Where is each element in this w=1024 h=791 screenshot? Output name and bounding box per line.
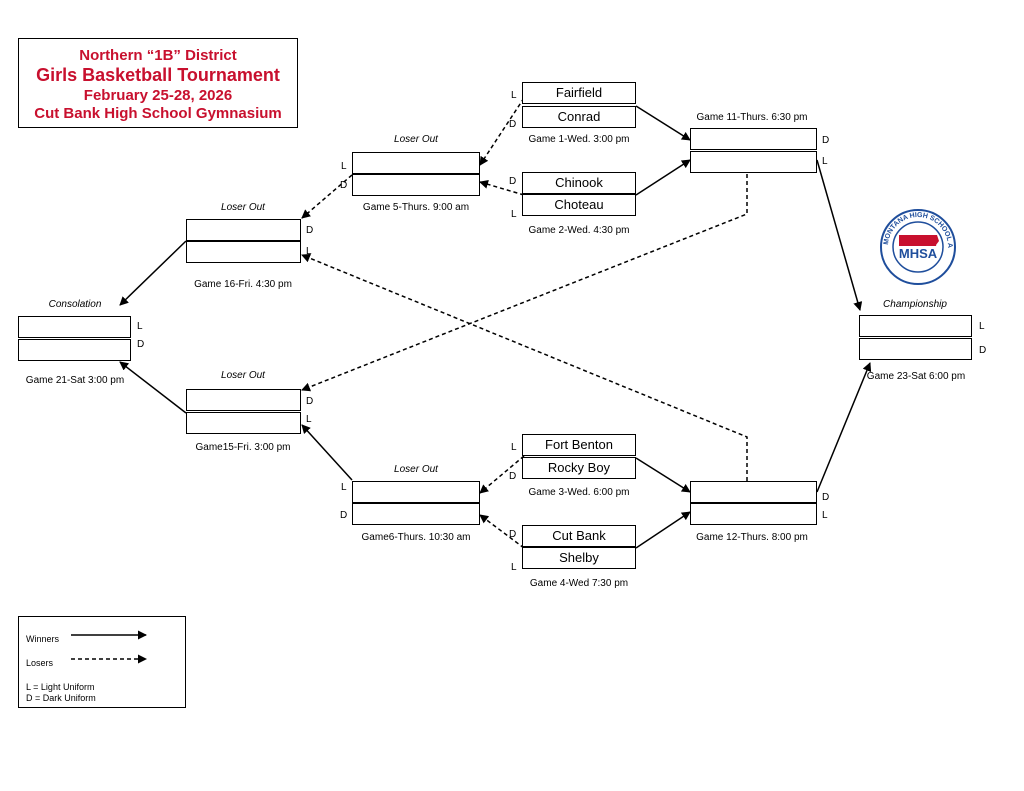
game12-caption: Game 12-Thurs. 8:00 pm [696, 532, 808, 543]
winner-line-g4 [635, 511, 691, 549]
game1-caption: Game 1-Wed. 3:00 pm [528, 134, 630, 145]
game15-top-uniform: D [306, 396, 314, 407]
game5-top-uniform: L [341, 161, 347, 172]
game15-bottom-uniform: L [306, 414, 312, 425]
winner-line-g16 [119, 240, 187, 306]
game21-top-uniform: L [137, 321, 143, 332]
game23-top-uniform: L [979, 321, 985, 332]
game11-bottom-uniform: L [822, 156, 828, 167]
game6-caption: Game6-Thurs. 10:30 am [361, 532, 471, 543]
game6-team-bottom [352, 503, 480, 525]
game12-top-uniform: D [822, 492, 830, 503]
legend-losers-label: Losers [26, 658, 54, 668]
game23-team-bottom [859, 338, 972, 360]
game3-top-uniform: L [511, 442, 517, 453]
legend-winners-label: Winners [26, 634, 60, 644]
game3-bottom-uniform: D [509, 471, 517, 482]
game1-team-bottom: Conrad [522, 106, 636, 128]
tournament-venue: Cut Bank High School Gymnasium [34, 104, 282, 122]
game11-caption: Game 11-Thurs. 6:30 pm [696, 112, 808, 123]
game5-bottom-uniform: D [340, 180, 348, 191]
game4-team-bottom: Shelby [522, 547, 636, 569]
legend-box: Winners Losers L = Light Uniform D = Dar… [18, 616, 186, 708]
game2-caption: Game 2-Wed. 4:30 pm [528, 225, 630, 236]
game3-team-bottom: Rocky Boy [522, 457, 636, 479]
winner-line-g12 [816, 362, 872, 493]
mhsa-logo-icon: MONTANA HIGH SCHOOL ASSOCIATION MHSA [876, 203, 956, 285]
game16-team-bottom [186, 241, 301, 263]
game21-team-top [18, 316, 131, 338]
loser-line-g11 [301, 174, 748, 392]
game4-caption: Game 4-Wed 7:30 pm [529, 578, 629, 589]
game2-bottom-uniform: L [511, 209, 517, 220]
game5-caption: Game 5-Thurs. 9:00 am [362, 202, 470, 213]
district-title: Northern “1B” District [79, 47, 237, 64]
loser-line-g12 [301, 253, 748, 481]
game16-heading: Loser Out [221, 202, 265, 213]
game23-caption: Game 23-Sat 6:00 pm [866, 371, 966, 382]
winner-line-g6 [301, 424, 353, 481]
game4-team-top: Cut Bank [522, 525, 636, 547]
game12-bottom-uniform: L [822, 510, 828, 521]
game11-team-top [690, 128, 817, 150]
game16-caption: Game 16-Fri. 4:30 pm [194, 279, 292, 290]
game3-caption: Game 3-Wed. 6:00 pm [528, 487, 630, 498]
game3-team-top: Fort Benton [522, 434, 636, 456]
winner-line-g15 [119, 361, 187, 414]
game1-bottom-uniform: D [509, 119, 517, 130]
tournament-title-box: Northern “1B” District Girls Basketball … [18, 38, 298, 128]
game5-team-bottom [352, 174, 480, 196]
loser-line-g4 [479, 514, 525, 549]
game2-team-bottom: Choteau [522, 194, 636, 216]
game12-team-bottom [690, 503, 817, 525]
game21-caption: Game 21-Sat 3:00 pm [25, 375, 125, 386]
mhsa-center-text: MHSA [899, 246, 938, 261]
game5-heading: Loser Out [394, 134, 438, 145]
game21-team-bottom [18, 339, 131, 361]
game15-team-bottom [186, 412, 301, 434]
game23-team-top [859, 315, 972, 337]
tournament-title: Girls Basketball Tournament [36, 65, 280, 85]
game16-team-top [186, 219, 301, 241]
game21-bottom-uniform: D [137, 339, 145, 350]
game16-bottom-uniform: L [306, 246, 312, 257]
game5-team-top [352, 152, 480, 174]
game23-bottom-uniform: D [979, 345, 987, 356]
game1-top-uniform: L [511, 90, 517, 101]
game21-heading: Consolation [48, 299, 102, 310]
loser-line-g3 [479, 455, 525, 494]
game1-team-top: Fairfield [522, 82, 636, 104]
game2-top-uniform: D [509, 176, 517, 187]
game6-heading: Loser Out [394, 464, 438, 475]
game6-team-top [352, 481, 480, 503]
legend-light-uniform: L = Light Uniform [26, 682, 95, 692]
legend-dark-uniform: D = Dark Uniform [26, 693, 96, 703]
game12-team-top [690, 481, 817, 503]
winner-line-g3 [635, 457, 691, 493]
winner-line-g2 [635, 159, 691, 196]
game6-bottom-uniform: D [340, 510, 348, 521]
game11-team-bottom [690, 151, 817, 173]
legend-arrows [71, 630, 147, 664]
winner-line-g5 [301, 174, 353, 219]
tournament-dates: February 25-28, 2026 [83, 86, 233, 104]
game4-bottom-uniform: L [511, 562, 517, 573]
winner-line-g11 [816, 159, 863, 311]
game16-top-uniform: D [306, 225, 314, 236]
game15-heading: Loser Out [221, 370, 265, 381]
game4-top-uniform: D [509, 529, 517, 540]
winner-line-g1 [635, 105, 691, 141]
game11-top-uniform: D [822, 135, 830, 146]
game2-team-top: Chinook [522, 172, 636, 194]
game15-team-top [186, 389, 301, 411]
game6-top-uniform: L [341, 482, 347, 493]
game15-caption: Game15-Fri. 3:00 pm [195, 442, 291, 453]
game23-heading: Championship [883, 299, 947, 310]
loser-line-g2 [479, 179, 525, 196]
mhsa-logo: MONTANA HIGH SCHOOL ASSOCIATION MHSA [876, 203, 957, 286]
loser-line-g1 [479, 97, 525, 166]
